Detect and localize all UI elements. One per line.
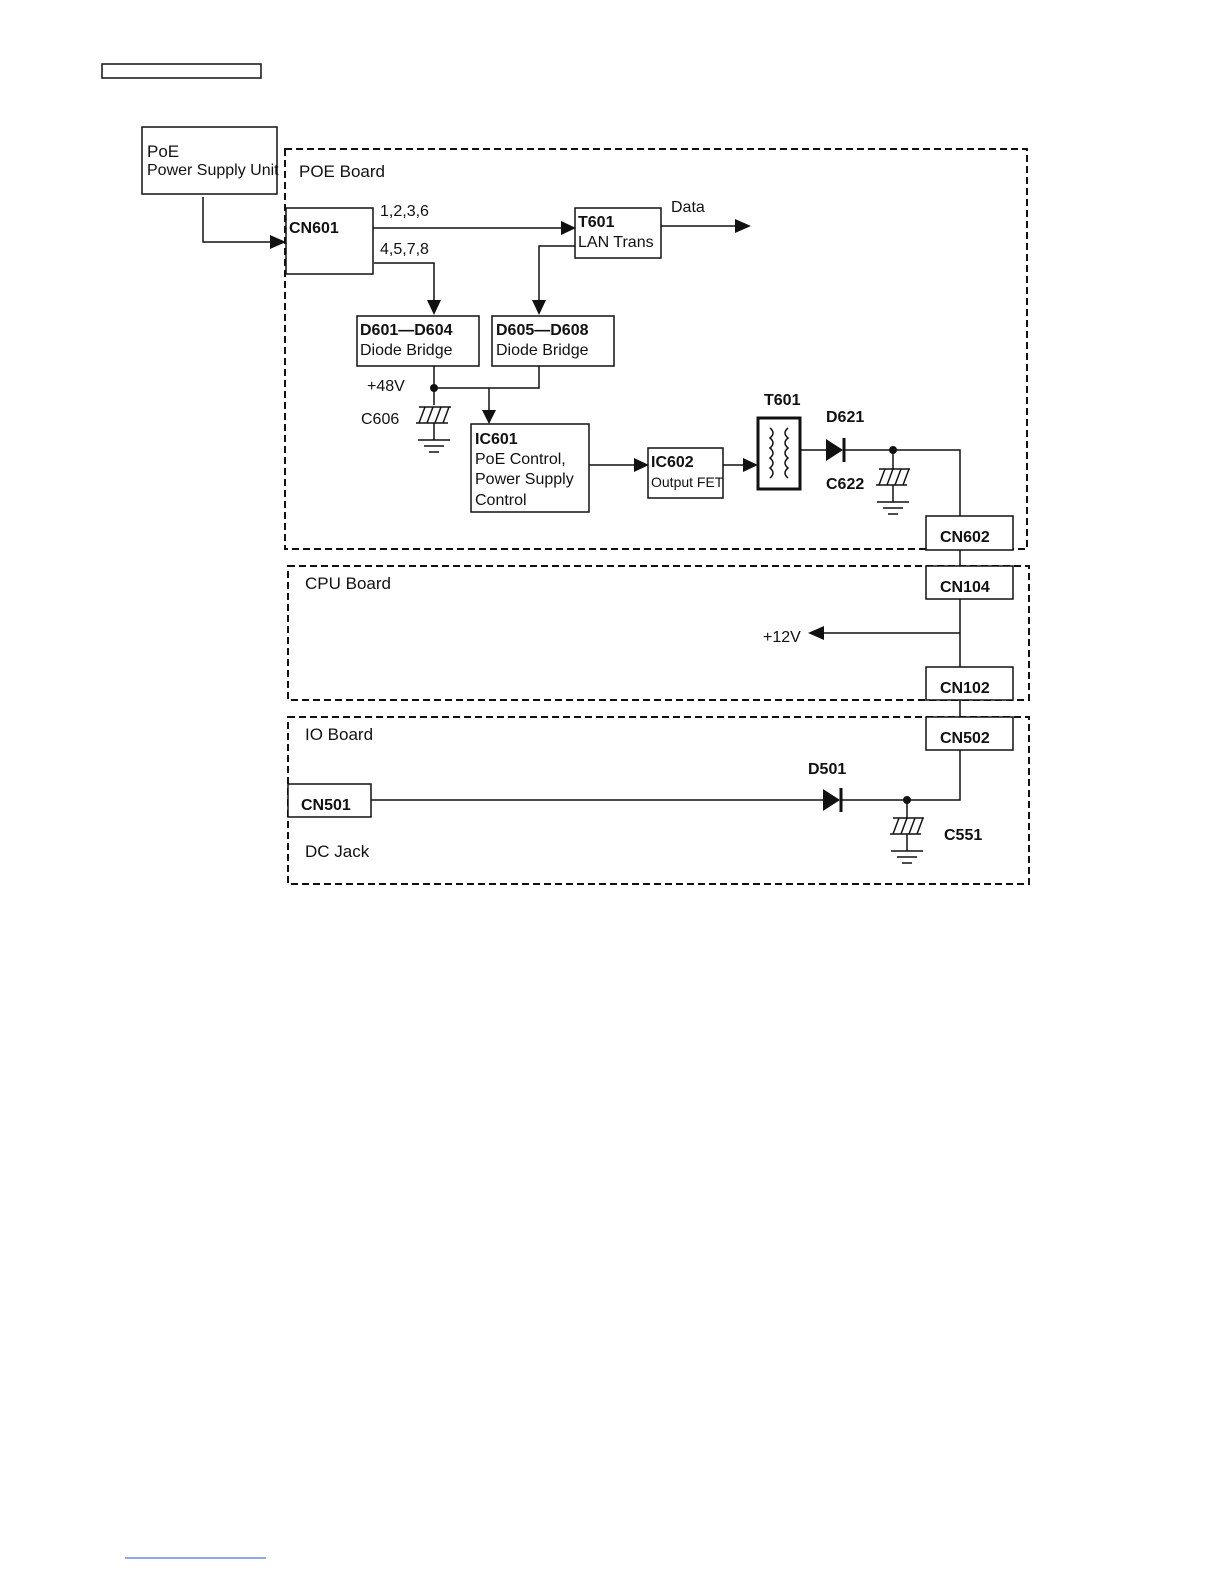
ic601-line2: Power Supply xyxy=(475,471,574,488)
transformer-coil-icon xyxy=(768,427,790,479)
arrow-icon xyxy=(532,300,546,315)
arrow-icon xyxy=(735,219,751,233)
header-box xyxy=(101,63,262,79)
diode-icon xyxy=(823,788,843,812)
cn102-block xyxy=(925,666,1014,701)
d621-to-cn602-wire xyxy=(844,449,961,516)
dc-jack-label: DC Jack xyxy=(305,842,370,861)
ic601-block xyxy=(470,423,590,513)
d501-label: D501 xyxy=(808,761,846,778)
ic602-block xyxy=(647,447,724,499)
bridge2-sub: Diode Bridge xyxy=(496,342,589,359)
cpu-board-outline xyxy=(287,565,1030,701)
lan-to-bridge2-wire xyxy=(538,245,575,302)
cn104-label: CN104 xyxy=(940,579,990,596)
t601-lan-sub: LAN Trans xyxy=(578,234,654,251)
diode-icon xyxy=(826,438,846,462)
cn502-block xyxy=(925,716,1014,751)
v48-label: +48V xyxy=(367,378,405,395)
ic601-line3: Control xyxy=(475,492,527,509)
d621-label: D621 xyxy=(826,409,864,426)
ic601-line1: PoE Control, xyxy=(475,451,566,468)
cn602-block xyxy=(925,515,1014,551)
cn601-label: CN601 xyxy=(289,220,339,237)
t601-lan-title: T601 xyxy=(578,214,615,231)
arrow-icon xyxy=(743,458,758,472)
cn502-wire xyxy=(841,750,961,801)
t601-lan-block xyxy=(574,207,662,259)
arrow-icon xyxy=(482,410,496,424)
c606-label: C606 xyxy=(361,411,399,428)
ic601-title: IC601 xyxy=(475,431,518,448)
bridge2-title: D605—D608 xyxy=(496,322,589,339)
transformer-block xyxy=(756,416,802,491)
arrow-icon xyxy=(270,235,286,249)
bridge2-out-wire xyxy=(434,366,540,389)
arrow-icon xyxy=(808,626,824,640)
capacitor-icon xyxy=(416,406,451,453)
pins-a-label: 1,2,3,6 xyxy=(380,203,429,220)
pins-b-wire xyxy=(374,262,435,302)
cn602-label: CN602 xyxy=(940,529,990,546)
data-label: Data xyxy=(671,199,705,216)
poe-board-outline xyxy=(284,148,1028,550)
c622-label: C622 xyxy=(826,476,864,493)
psu-block: PoE Power Supply Unit xyxy=(141,126,279,195)
cn102-label: CN102 xyxy=(940,680,990,697)
cn601-block xyxy=(285,207,374,275)
pins-b-label: 4,5,7,8 xyxy=(380,241,429,258)
poe-board-label: POE Board xyxy=(299,162,385,181)
junction-dot xyxy=(430,384,438,392)
ic602-sub: Output FET xyxy=(651,474,724,490)
psu-label-1: PoE xyxy=(147,142,179,161)
v12-label: +12V xyxy=(763,629,801,646)
capacitor-icon xyxy=(890,800,924,864)
cn502-label: CN502 xyxy=(940,730,990,747)
io-board-label: IO Board xyxy=(305,725,373,744)
arrow-icon xyxy=(561,221,576,235)
bridge1-title: D601—D604 xyxy=(360,322,453,339)
arrow-icon xyxy=(427,300,441,315)
capacitor-icon xyxy=(876,450,910,515)
cn501-label: CN501 xyxy=(301,797,351,814)
psu-label-2: Power Supply Unit xyxy=(147,162,279,179)
cpu-board-label: CPU Board xyxy=(305,574,391,593)
bridge2-block xyxy=(491,315,615,367)
c551-label: C551 xyxy=(944,827,982,844)
t601-transformer-label: T601 xyxy=(764,392,801,409)
psu-to-cn601-wire xyxy=(202,197,272,243)
bridge1-block xyxy=(356,315,480,367)
arrow-icon xyxy=(634,458,649,472)
bridge1-sub: Diode Bridge xyxy=(360,342,453,359)
cn104-block xyxy=(925,565,1014,600)
ic602-title: IC602 xyxy=(651,454,694,471)
